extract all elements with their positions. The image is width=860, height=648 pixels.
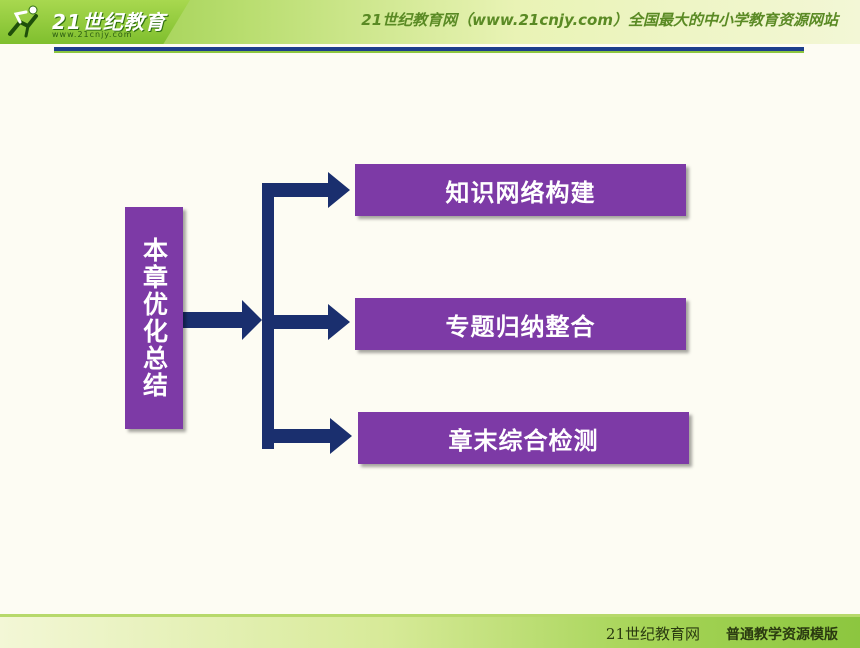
runner-logo-icon <box>8 5 38 38</box>
header-rule-green <box>54 51 804 53</box>
branch-arrow-1 <box>262 172 350 208</box>
item-label: 专题归纳整合 <box>445 312 596 341</box>
root-box[interactable]: 本章优化总结 <box>125 207 183 429</box>
item-label: 章末综合检测 <box>448 426 599 455</box>
item-topic-summary[interactable]: 专题归纳整合 <box>355 298 686 350</box>
branch-arrow-3 <box>262 418 352 454</box>
vertical-bar <box>262 183 274 449</box>
item-label: 知识网络构建 <box>445 178 596 207</box>
item-chapter-test[interactable]: 章末综合检测 <box>358 412 689 464</box>
footer-tagline: 普通教学资源模版 <box>726 627 838 643</box>
header-rule-blue <box>54 47 804 51</box>
logo-url: www.21cnjy.com <box>52 30 133 39</box>
main-arrow <box>183 300 262 340</box>
branch-arrow-2 <box>274 304 350 340</box>
header-slogan: 21世纪教育网（www.21cnjy.com）全国最大的中小学教育资源网站 <box>361 11 838 29</box>
root-label: 本章优化总结 <box>139 237 169 399</box>
item-knowledge-network[interactable]: 知识网络构建 <box>355 164 686 216</box>
footer-band: 21世纪教育网 普通教学资源模版 <box>0 614 860 648</box>
footer-site: 21世纪教育网 <box>605 625 700 643</box>
footer-text: 21世纪教育网 普通教学资源模版 <box>606 623 838 644</box>
logo-text: 21世纪教育 <box>52 10 166 34</box>
